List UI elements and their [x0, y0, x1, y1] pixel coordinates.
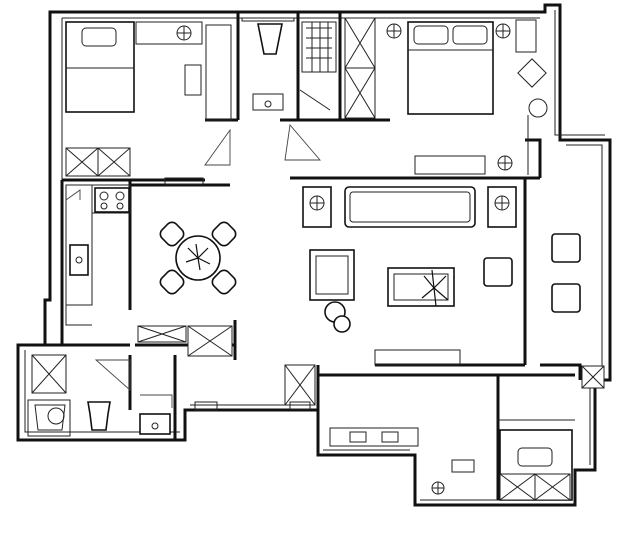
toilet-icon — [257, 23, 283, 55]
dining-area — [137, 221, 237, 357]
side-table — [528, 98, 548, 118]
armchair — [309, 249, 355, 301]
bathroom-top-center — [241, 17, 337, 161]
lounge-chair — [551, 283, 581, 313]
pillow — [413, 25, 449, 45]
wardrobe — [344, 17, 376, 119]
bedroom-top-left — [65, 21, 232, 177]
kitchen-left — [65, 177, 204, 326]
plant-icon — [185, 243, 211, 271]
wardrobe — [65, 147, 131, 177]
chair — [159, 221, 185, 247]
sink-icon — [69, 244, 89, 276]
sink-icon — [252, 93, 284, 111]
stool — [333, 315, 351, 333]
pillow — [452, 25, 488, 45]
shower-tray — [301, 21, 337, 73]
tv-cabinet — [374, 349, 461, 366]
bed — [65, 21, 135, 113]
pillow — [517, 447, 553, 467]
bedroom-top-right — [344, 17, 548, 175]
plant-icon — [421, 269, 449, 307]
bedroom-bottom-right — [329, 419, 575, 501]
armchair — [517, 58, 547, 88]
chair — [159, 269, 185, 295]
pouf — [483, 257, 513, 287]
wardrobe — [499, 473, 571, 501]
cabinet — [284, 364, 316, 406]
bathroom-bottom-left — [27, 354, 316, 437]
toilet-icon — [87, 401, 111, 431]
chair — [211, 269, 237, 295]
outer-walls — [16, 3, 612, 507]
living-room — [302, 186, 517, 366]
balcony-right — [551, 233, 605, 389]
pillow — [81, 27, 117, 47]
lounge-chair — [551, 233, 581, 263]
stove-icon — [94, 187, 130, 213]
sofa — [344, 186, 476, 228]
chair — [211, 221, 237, 247]
sink-icon — [139, 413, 171, 435]
door-swing — [204, 128, 231, 166]
